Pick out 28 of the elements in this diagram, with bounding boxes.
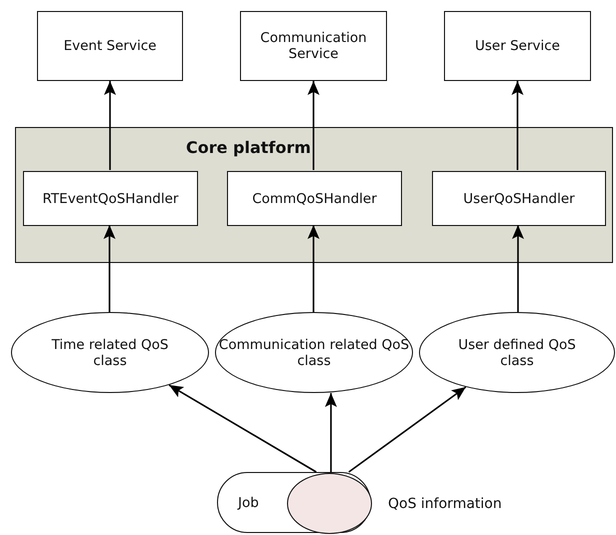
node-label: RTEventQoSHandler — [42, 190, 178, 206]
side-label: QoS information — [388, 496, 502, 512]
node-label: User Service — [475, 38, 560, 54]
process-box — [227, 171, 402, 226]
node-label: Communication Service — [259, 30, 368, 62]
platform-panel — [15, 127, 613, 263]
arrow — [104, 225, 116, 312]
node-label: Time related QoS class — [50, 336, 170, 368]
arrow — [512, 225, 524, 312]
node-label: CommQoSHandler — [252, 190, 377, 206]
arrow — [308, 225, 320, 312]
process-box — [432, 171, 606, 226]
process-box — [23, 171, 198, 226]
arrow — [308, 81, 320, 170]
node-label: Communication related QoS class — [218, 336, 410, 368]
node-label: User defined QoS class — [457, 336, 577, 368]
panel-title: Core platform — [186, 138, 311, 157]
process-box — [444, 11, 591, 81]
arrow — [512, 81, 524, 170]
arrow — [348, 386, 466, 473]
node-label: Event Service — [64, 38, 156, 54]
process-box — [37, 11, 183, 81]
process-box — [240, 11, 387, 81]
node-label: UserQoSHandler — [463, 190, 575, 206]
arrow — [324, 393, 337, 472]
arrow — [104, 81, 116, 170]
node-label: Job — [238, 494, 259, 510]
arrow — [168, 384, 317, 473]
